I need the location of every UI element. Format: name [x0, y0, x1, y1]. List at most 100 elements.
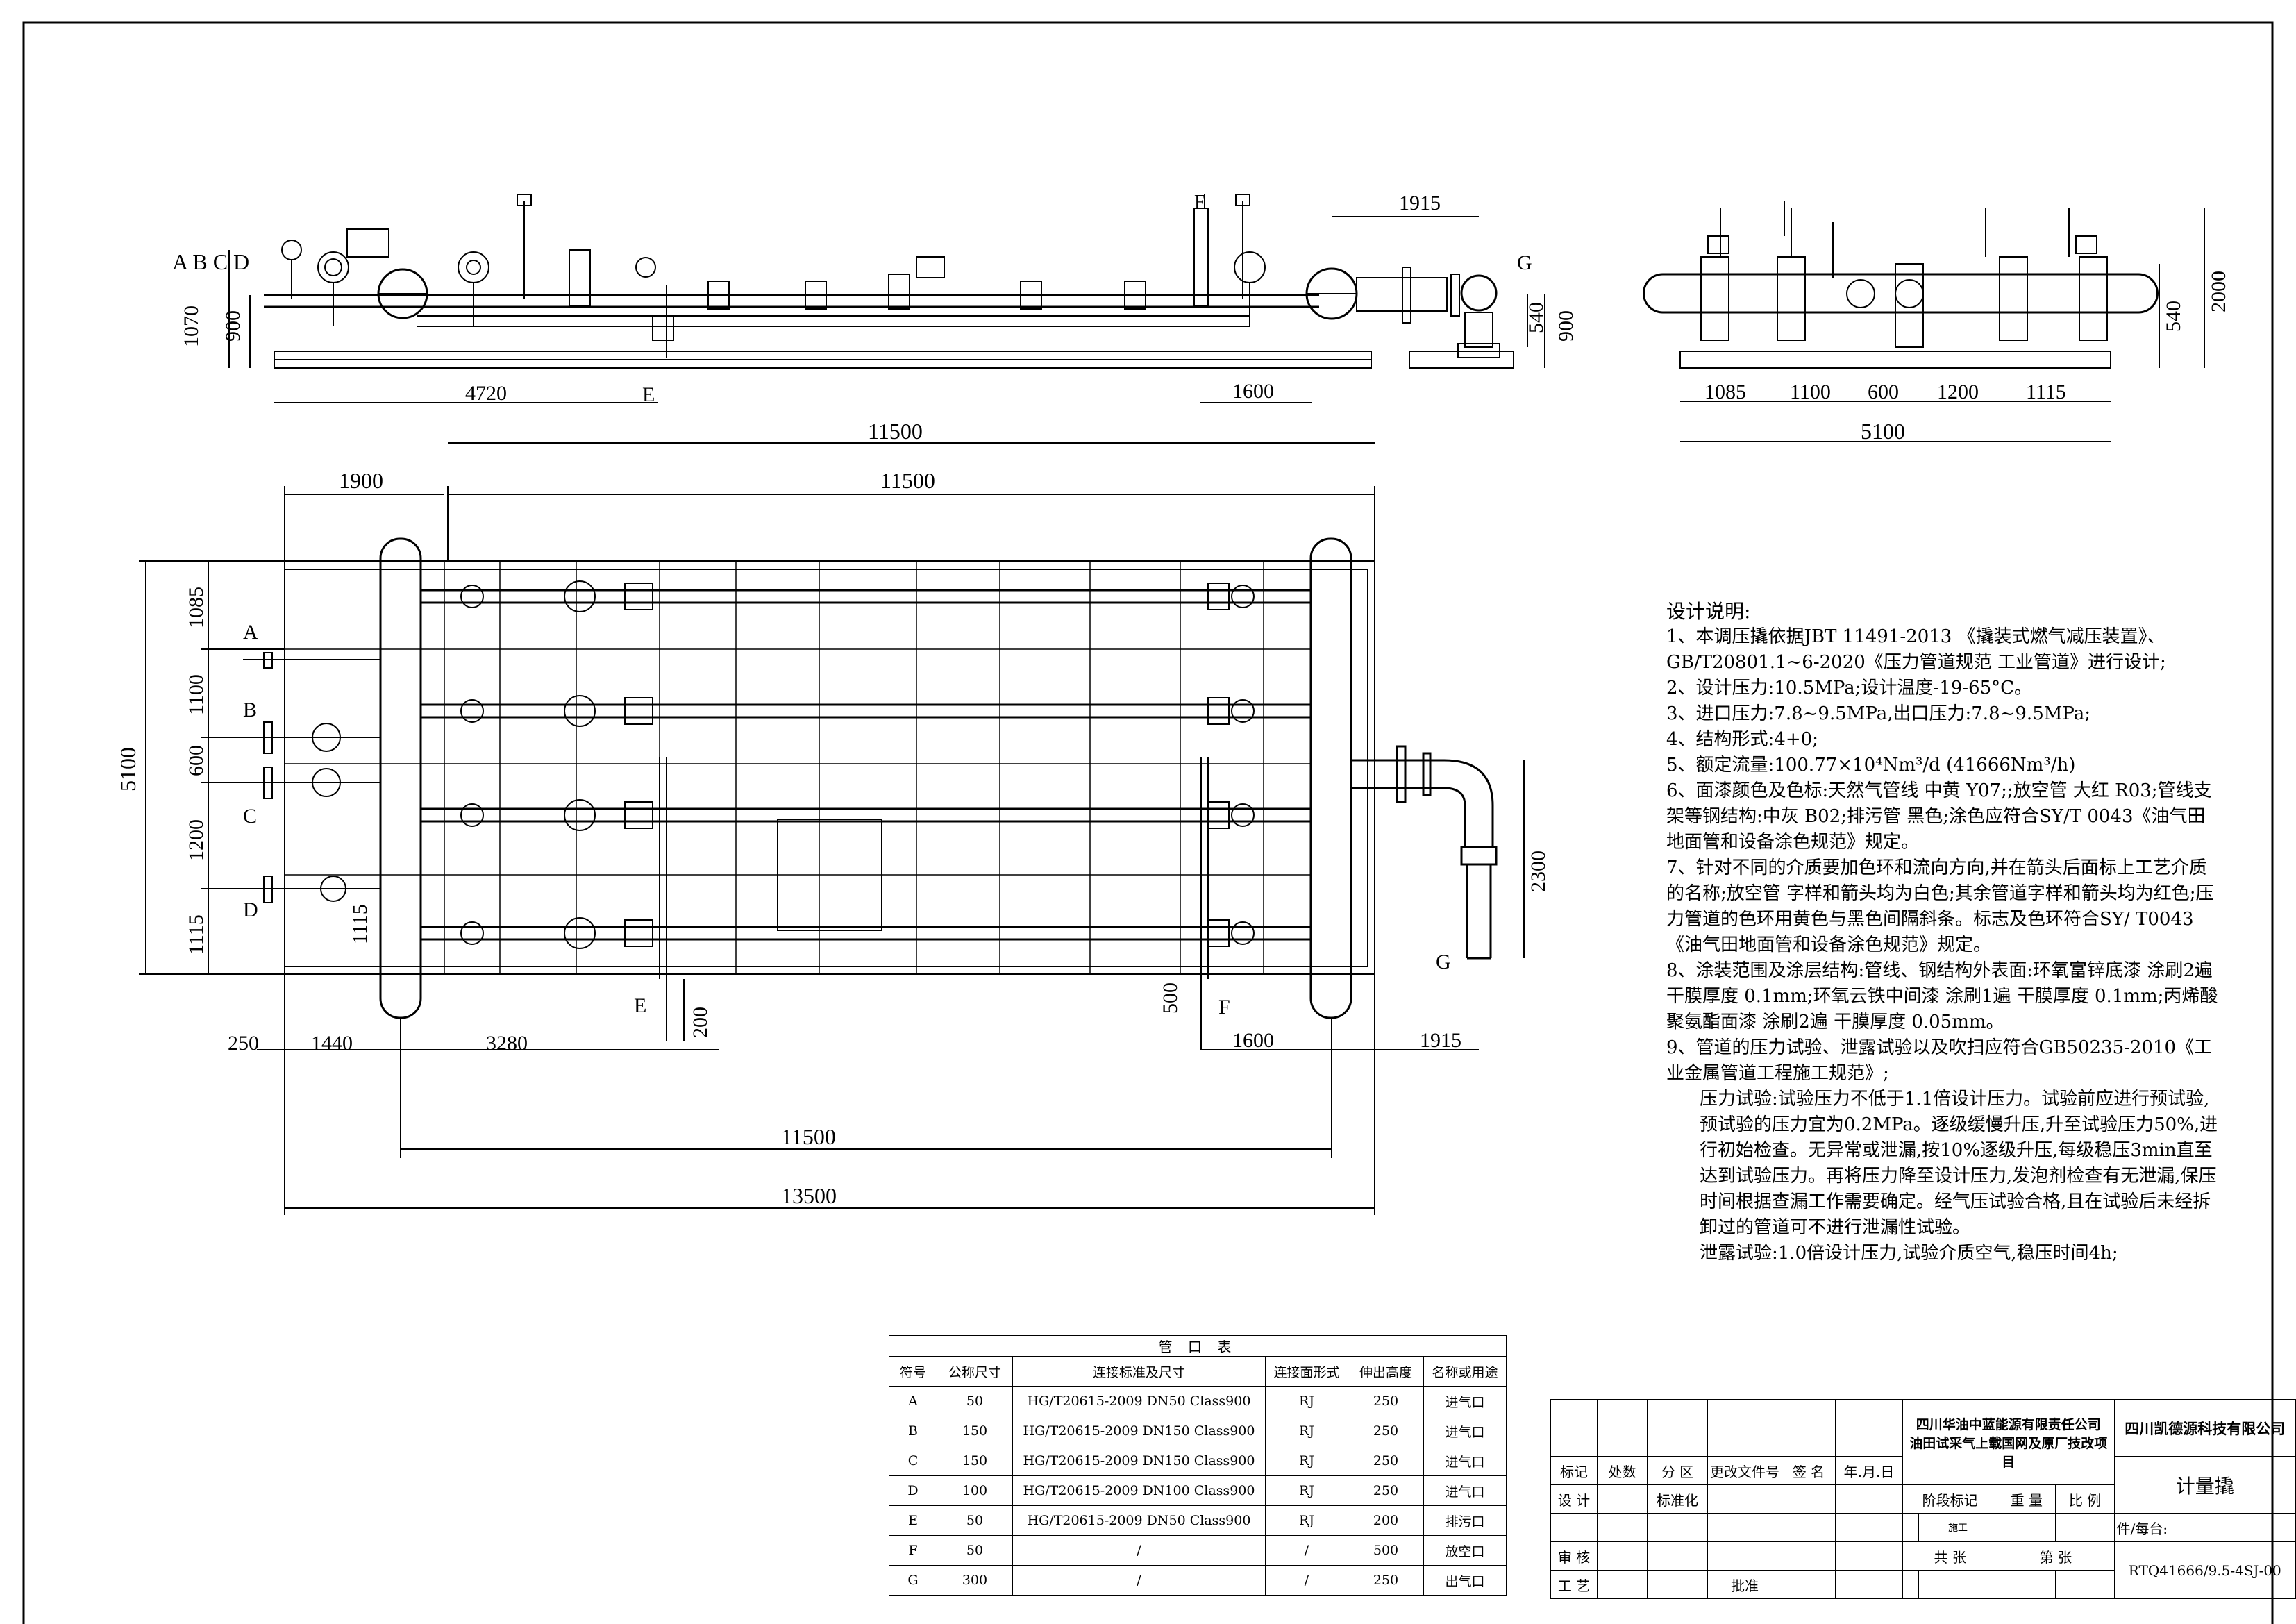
- dim-plan-1200: 1200: [185, 819, 208, 861]
- port-b: B: [243, 698, 257, 721]
- table-cell: G: [889, 1565, 937, 1596]
- process-label: 工 艺: [1550, 1570, 1598, 1599]
- review-label: 审 核: [1550, 1541, 1598, 1571]
- dim-1070: 1070: [180, 305, 203, 347]
- table-cell: B: [889, 1416, 937, 1446]
- outlet-header: [1309, 537, 1352, 1019]
- plan-view: 2300 G A B C D 1900 11500 5100 1085 1100…: [115, 468, 1550, 1215]
- table-cell: RJ: [1265, 1446, 1348, 1476]
- table-cell: 放空口: [1423, 1535, 1507, 1566]
- sheet-border: [22, 21, 2274, 1624]
- table-cell: 50: [937, 1535, 1013, 1566]
- dim-plan-1915: 1915: [1420, 1029, 1461, 1052]
- label-g-front: G: [1517, 251, 1532, 274]
- dim-900r-front: 900: [1555, 310, 1577, 342]
- note-5: 5、额定流量:100.77×10⁴Nm³/d (41666Nm³/h): [1666, 755, 2076, 776]
- nozzle-header: 连接标准及尺寸: [1012, 1356, 1266, 1387]
- weight-label: 重 量: [1997, 1484, 2056, 1514]
- table-cell: RJ: [1265, 1386, 1348, 1416]
- table-cell: 250: [1348, 1416, 1424, 1446]
- dim-plan-250: 250: [228, 1032, 259, 1055]
- table-cell: HG/T20615-2009 DN50 Class900: [1012, 1505, 1266, 1536]
- total-sheets: 共 张: [1902, 1541, 1998, 1571]
- note-1b: GB/T20801.1~6-2020《压力管道规范 工业管道》进行设计;: [1666, 652, 2166, 673]
- dim-side-1100: 1100: [1790, 380, 1831, 403]
- stage-mark-label: 阶段标记: [1902, 1484, 1998, 1514]
- table-cell: HG/T20615-2009 DN150 Class900: [1012, 1416, 1266, 1446]
- drawing-number: RTQ41666/9.5-4SJ-00: [2113, 1541, 2296, 1599]
- label-f-front: F: [1194, 192, 1205, 213]
- label-g-plan: G: [1436, 951, 1451, 973]
- dim-plan-1100: 1100: [185, 674, 208, 715]
- dim-plan-1440: 1440: [311, 1032, 353, 1055]
- dim-plan-2300: 2300: [1527, 851, 1550, 892]
- nozzle-table: 管 口 表 符号 公称尺寸 连接标准及尺寸 连接面形式 伸出高度 名称或用途 A…: [889, 1335, 1507, 1596]
- design-label: 设 计: [1550, 1484, 1598, 1514]
- dim-plan-1115: 1115: [185, 914, 208, 955]
- inlet-header: [379, 537, 422, 1019]
- port-c: C: [243, 805, 257, 828]
- note-6: 6、面漆颜色及色标:天然气管线 中黄 Y07;;放空管 大红 R03;管线支架等…: [1666, 780, 2212, 853]
- sheet-number: 第 张: [1997, 1541, 2115, 1571]
- note-1a: 1、本调压撬依据JBT 11491-2013 《撬装式燃气减压装置》、: [1666, 626, 2165, 647]
- table-cell: 进气口: [1423, 1416, 1507, 1446]
- front-elevation: A B C D: [172, 192, 1577, 444]
- dim-11500-front: 11500: [868, 419, 923, 444]
- dim-plan-13500: 13500: [781, 1183, 837, 1208]
- tb-header: 处数: [1597, 1456, 1648, 1485]
- port-d: D: [243, 898, 258, 921]
- label-e-plan: E: [634, 994, 646, 1017]
- dim-side-2000: 2000: [2207, 271, 2230, 312]
- table-cell: HG/T20615-2009 DN50 Class900: [1012, 1386, 1266, 1416]
- table-cell: 150: [937, 1446, 1013, 1476]
- table-cell: 出气口: [1423, 1565, 1507, 1596]
- dim-plan-11500-top: 11500: [880, 468, 935, 493]
- standardize-label: 标准化: [1647, 1484, 1708, 1514]
- dim-plan-1600: 1600: [1232, 1029, 1274, 1052]
- note-pressure-test: 压力试验:试验压力不低于1.1倍设计压力。试验前应进行预试验,预试验的压力宜为0…: [1700, 1089, 2218, 1238]
- table-cell: HG/T20615-2009 DN150 Class900: [1012, 1446, 1266, 1476]
- tb-header: 分 区: [1647, 1456, 1708, 1485]
- drawing-name: 计量撬: [2113, 1456, 2296, 1514]
- note-4: 4、结构形式:4+0;: [1666, 729, 1818, 750]
- label-f-plan: F: [1218, 996, 1230, 1019]
- dim-540-front: 540: [1525, 302, 1548, 333]
- table-cell: 50: [937, 1386, 1013, 1416]
- table-cell: /: [1265, 1565, 1348, 1596]
- table-cell: 250: [1348, 1565, 1424, 1596]
- table-cell: 200: [1348, 1505, 1424, 1536]
- table-cell: 150: [937, 1416, 1013, 1446]
- table-cell: A: [889, 1386, 937, 1416]
- dim-side-540: 540: [2162, 301, 2185, 332]
- table-cell: RJ: [1265, 1416, 1348, 1446]
- table-cell: /: [1012, 1565, 1266, 1596]
- table-cell: 250: [1348, 1475, 1424, 1506]
- client-company: 四川华油中蓝能源有限责任公司: [1916, 1416, 2101, 1432]
- note-7: 7、针对不同的介质要加色环和流向方向,并在箭头后面标上工艺介质的名称;放空管 字…: [1666, 857, 2214, 955]
- tb-header: 更改文件号: [1707, 1456, 1782, 1485]
- note-leak-test: 泄露试验:1.0倍设计压力,试验介质空气,稳压时间4h;: [1700, 1243, 2118, 1264]
- tb-header: 年.月.日: [1835, 1456, 1903, 1485]
- tb-header: 标记: [1550, 1456, 1598, 1485]
- per-unit-label: 件/每台:: [2113, 1513, 2296, 1542]
- dim-side-1115: 1115: [2026, 380, 2066, 403]
- dim-plan-11500: 11500: [781, 1124, 836, 1149]
- dim-plan-500: 500: [1159, 982, 1182, 1014]
- table-cell: E: [889, 1505, 937, 1536]
- table-cell: /: [1265, 1535, 1348, 1566]
- note-2: 2、设计压力:10.5MPa;设计温度-19-65°C。: [1666, 678, 2033, 698]
- table-cell: 300: [937, 1565, 1013, 1596]
- title-block: 四川华油中蓝能源有限责任公司 油田试采气上载国网及原厂技改项目 四川凯德源科技有…: [1550, 1399, 2296, 1599]
- dim-1915-front: 1915: [1399, 192, 1441, 215]
- dim-1600-front: 1600: [1232, 380, 1274, 403]
- table-cell: 100: [937, 1475, 1013, 1506]
- dim-side-600: 600: [1868, 380, 1899, 403]
- tb-header: 签 名: [1782, 1456, 1836, 1485]
- nozzle-header: 伸出高度: [1348, 1356, 1424, 1387]
- table-cell: 进气口: [1423, 1475, 1507, 1506]
